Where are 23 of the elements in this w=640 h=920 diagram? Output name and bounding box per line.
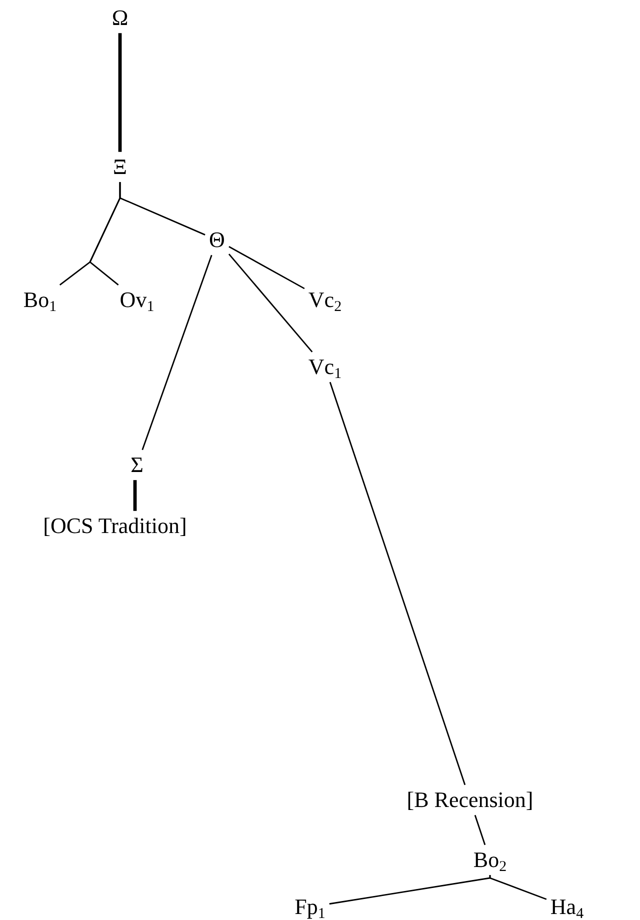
stemma-line bbox=[329, 875, 491, 905]
siglum-label: Bo$_{2}$ bbox=[471, 846, 509, 874]
siglum-label: Σ bbox=[128, 452, 146, 478]
siglum-label: Vc$_{2}$ bbox=[306, 286, 344, 314]
stemma-line bbox=[329, 382, 466, 786]
siglum-label: Ov$_{1}$ bbox=[118, 286, 156, 314]
stemma-line bbox=[118, 33, 122, 152]
siglum-label: Θ bbox=[207, 226, 227, 254]
siglum-label: Ω bbox=[110, 4, 130, 32]
stemma-line bbox=[89, 182, 121, 286]
siglum-label: Ha$_{4}$ bbox=[548, 894, 586, 920]
stemma-line bbox=[133, 480, 137, 511]
stemma-line bbox=[142, 254, 212, 450]
siglum-label: Vc$_{1}$ bbox=[306, 354, 344, 380]
siglum-label: [B Recension] bbox=[404, 786, 536, 814]
stemma-line bbox=[228, 254, 313, 352]
siglum-label: Fp$_{1}$ bbox=[292, 894, 328, 920]
stemma-line bbox=[474, 814, 486, 846]
siglum-label: Ξ bbox=[110, 154, 130, 180]
stemma-line bbox=[489, 875, 547, 900]
siglum-label: [OCS Tradition] bbox=[41, 512, 189, 540]
siglum-label: Bo$_{1}$ bbox=[21, 286, 59, 314]
stemma-line bbox=[228, 246, 305, 290]
